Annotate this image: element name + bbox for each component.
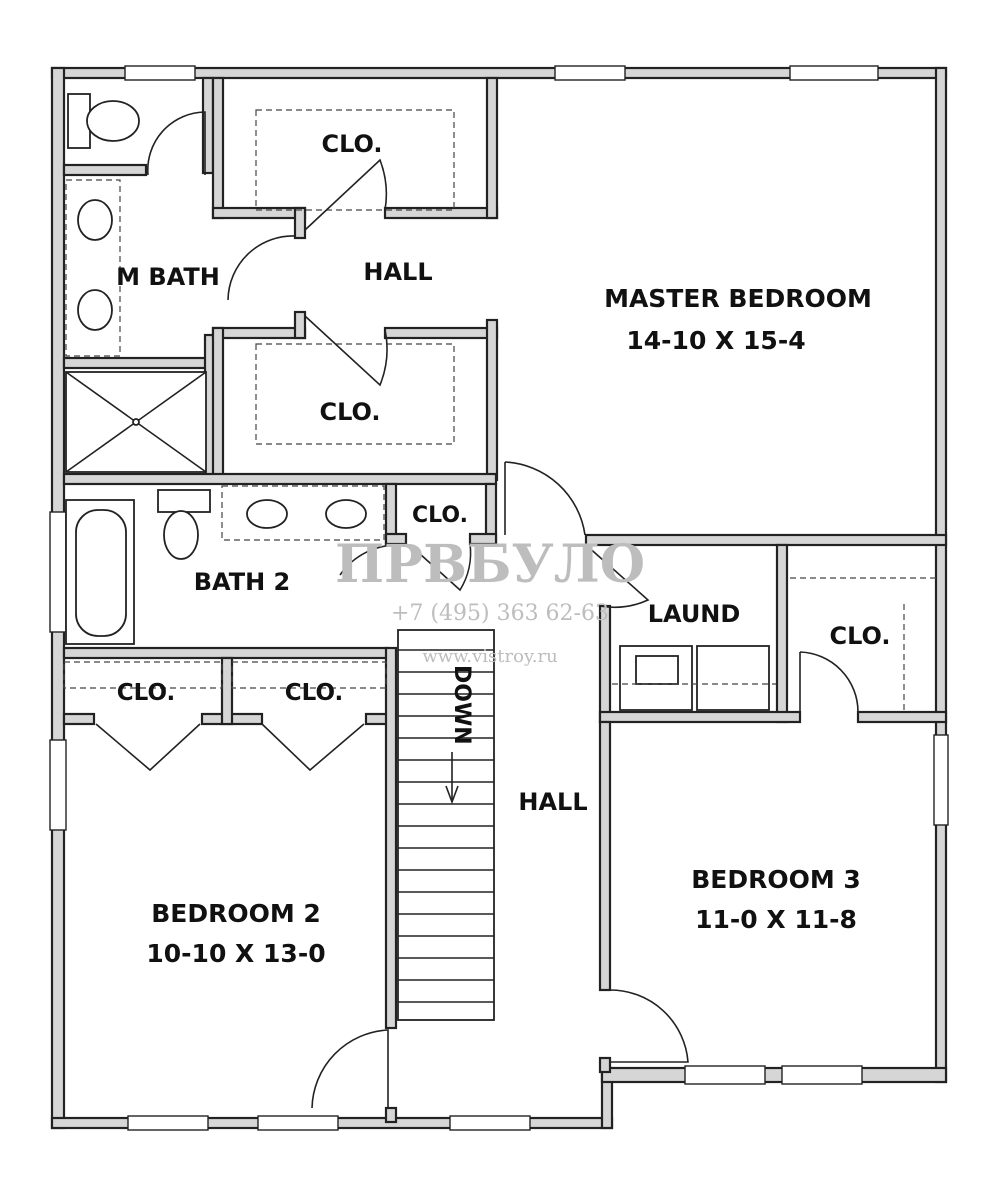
label-master-bedroom-size: 14-10 X 15-4 — [626, 326, 805, 355]
label-hall-upper: HALL — [363, 258, 432, 286]
toilet-bowl — [163, 510, 199, 560]
sink — [325, 499, 367, 529]
stair-arrow-icon — [445, 752, 459, 805]
dryer — [696, 645, 770, 711]
watermark-brand: ПРВБУЛО — [335, 534, 645, 595]
label-stair-down: DOWN — [449, 665, 474, 745]
toilet-tank — [157, 489, 211, 513]
label-bath-2: BATH 2 — [194, 568, 291, 596]
label-master-bath: M BATH — [116, 263, 220, 291]
watermark-phone: +7 (495) 363 62-63 — [391, 601, 609, 626]
sink — [246, 499, 288, 529]
label-bedroom-2-size: 10-10 X 13-0 — [146, 939, 325, 968]
label-closet-left-b: CLO. — [285, 680, 344, 706]
label-bedroom-3: BEDROOM 3 — [691, 865, 861, 894]
label-master-bedroom: MASTER BEDROOM — [604, 284, 872, 313]
doors — [95, 111, 859, 1109]
toilet-bowl — [86, 100, 140, 142]
label-hall-main: HALL — [518, 788, 587, 816]
label-closet-small: CLO. — [412, 503, 468, 528]
label-bedroom-2: BEDROOM 2 — [151, 899, 321, 928]
exterior-walls — [50, 66, 948, 1130]
windows — [49, 65, 949, 1131]
label-closet-right: CLO. — [829, 622, 890, 650]
watermark-site: www.vistroy.ru — [422, 646, 557, 667]
label-closet-left-a: CLO. — [117, 680, 176, 706]
label-closet-mid: CLO. — [319, 398, 380, 426]
label-bedroom-3-size: 11-0 X 11-8 — [695, 905, 857, 934]
interior-walls — [62, 76, 948, 1124]
label-laundry: LAUND — [648, 600, 741, 628]
sink — [77, 199, 113, 241]
staircase — [397, 629, 495, 1021]
fixtures — [63, 93, 936, 711]
sink — [77, 289, 113, 331]
label-closet-top: CLO. — [321, 130, 382, 158]
